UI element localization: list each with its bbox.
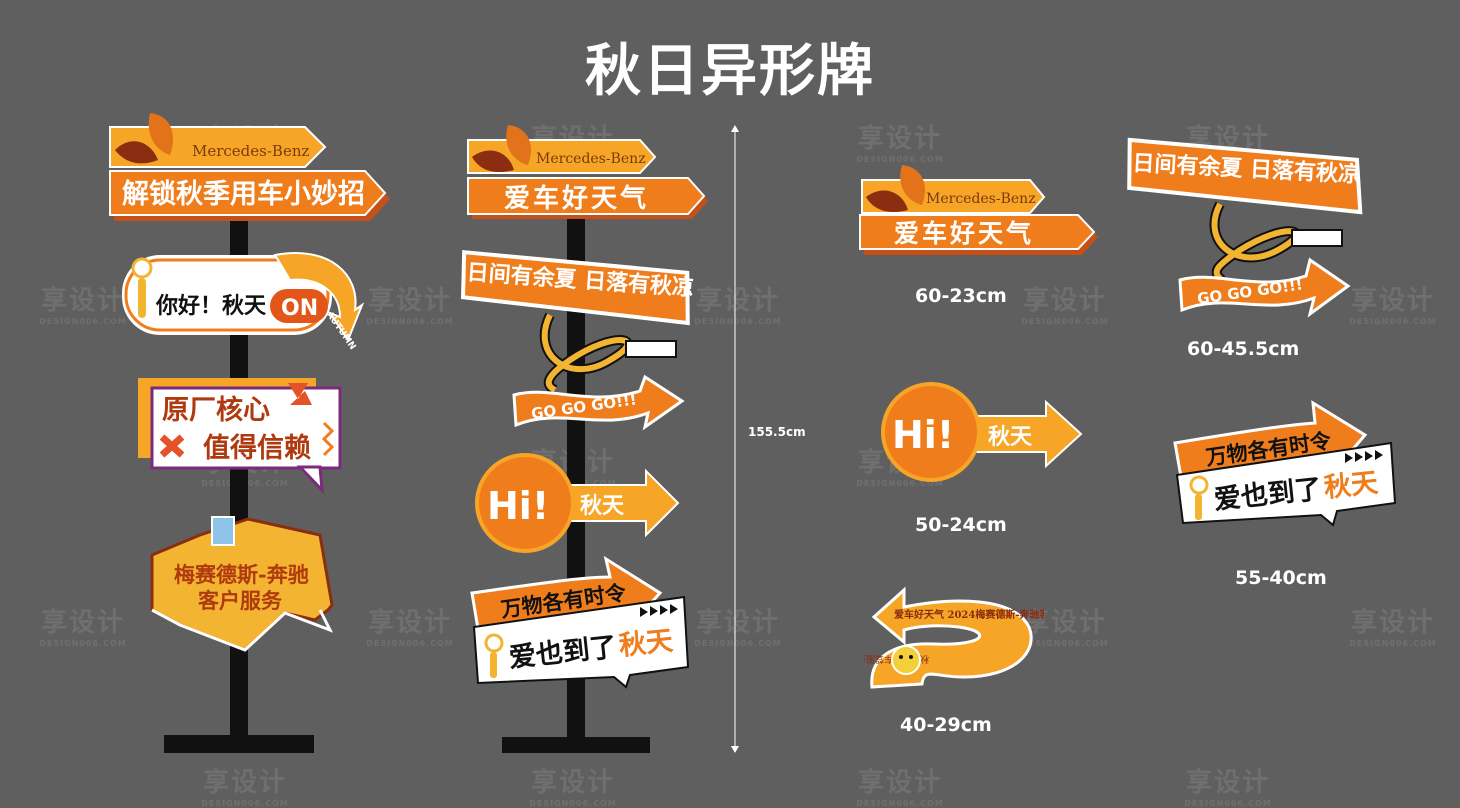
summer-autumn-gogogo-sign: 日间有余夏 日落有秋凉 GO GO GO!!! [1127,137,1363,318]
service-line1: 梅赛德斯-奔驰 [174,562,309,587]
weather-arrow-sign: 爱车好天气 [467,177,708,219]
hi-text: Hi! [487,484,549,528]
flower-icon [131,257,153,279]
tip-text: 解锁秋季用车小妙招 [122,178,365,210]
height-label: 155.5cm [748,425,806,439]
pole-base [502,737,650,753]
hi-autumn-text: 秋天 [988,424,1033,450]
brand-arrow-sign: Mercedes-Benz [467,125,657,174]
leaf-icon [472,150,514,173]
hi-autumn-text: 秋天 [580,493,625,519]
size-label-benz: 60-23cm [915,285,1007,307]
smiley-icon [891,645,921,675]
service-line2: 客户服务 [198,588,283,613]
service-sign: 梅赛德斯-奔驰 客户服务 [150,516,334,652]
cross-icon [159,434,185,458]
leaf-icon [506,125,532,165]
pole-base [164,735,314,753]
leaf-icon [900,165,926,205]
seasons-sign: 万物各有时令 爱也到了 秋天 [470,555,690,689]
summer-autumn-sign: 日间有余夏 日落有秋凉 GO GO GO!!! [460,249,695,431]
seasons-sign: 万物各有时令 爱也到了 秋天 [1173,400,1397,527]
flower-icon [1189,475,1209,495]
size-label-seasons: 55-40cm [1235,567,1327,589]
hi-text: Hi! [892,413,954,457]
pointing-hand-icon [1291,229,1343,247]
document-icon [211,516,235,546]
hello-text: 你好！秋天 [155,293,267,319]
weather-text: 爱车好天气 [504,183,649,214]
tip-arrow-sign: 解锁秋季用车小妙招 [109,170,390,221]
signpost-left: Mercedes-Benz 解锁秋季用车小妙招 HELLO AUTUMN 你好！… [109,113,390,753]
flower-icon [484,633,504,653]
hi-autumn-sign: Hi! 秋天 [475,453,680,553]
leaf-icon [115,141,158,164]
page-title: 秋日异形牌 [585,39,875,104]
size-label-hi: 50-24cm [915,514,1007,536]
size-label-gogogo: 60-45.5cm [1187,338,1300,360]
brand-arrow-sign: Mercedes-Benz [109,113,327,168]
seasons-highlight: 秋天 [1322,467,1379,503]
cross-icon [288,383,312,405]
trust-line1: 原厂核心 [162,394,270,426]
brand-text: Mercedes-Benz [536,151,646,167]
leaf-icon [866,190,908,213]
brand-text: Mercedes-Benz [926,191,1036,207]
on-badge: ON [281,296,318,321]
curved-arrow [273,252,365,343]
pointing-hand-icon [625,340,677,358]
signpost-middle: Mercedes-Benz 爱车好天气 日间有余夏 日落有秋凉 GO GO GO… [460,125,708,753]
trust-line2: 值得信赖 [203,433,311,464]
weather-text: 爱车好天气 [894,219,1034,248]
trust-sign: 原厂核心 值得信赖 [138,378,342,495]
brand-text: Mercedes-Benz [192,142,309,160]
seasons-highlight: 秋天 [617,625,674,661]
leaf-icon [148,113,174,155]
size-label-ribbon: 40-29cm [900,714,992,736]
height-measure-line [731,125,739,753]
benz-weather-sign: Mercedes-Benz 爱车好天气 [859,165,1098,255]
hi-autumn-sign: Hi! 秋天 [881,382,1083,482]
